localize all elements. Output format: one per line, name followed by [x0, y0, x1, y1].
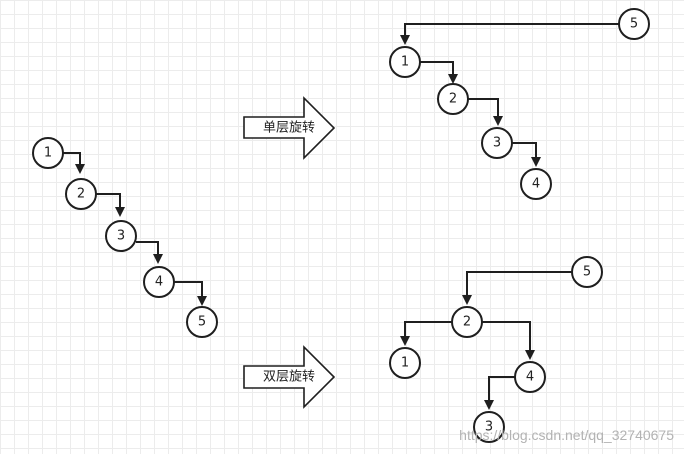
- dr-node-1-label: 1: [401, 356, 409, 371]
- edge-1-2: [63, 152, 85, 174]
- original-chain: 1 2 3 4 5: [32, 137, 218, 338]
- watermark: https://blog.csdn.net/qq_32740675: [459, 427, 674, 443]
- dr-node-3: 3: [473, 411, 505, 443]
- dr-node-3-label: 3: [485, 420, 493, 435]
- node-4: 4: [143, 266, 175, 298]
- sr-node-2-label: 2: [449, 92, 457, 107]
- node-3-label: 3: [117, 229, 125, 244]
- sr-node-1: 1: [389, 46, 421, 78]
- sr-node-3-label: 3: [493, 136, 501, 151]
- dr-node-4: 4: [514, 361, 546, 393]
- edge-3-4: [136, 241, 163, 264]
- sr-edge-1-2: [420, 61, 458, 84]
- edge-4-5: [174, 281, 207, 306]
- sr-edge-5-1: [400, 23, 619, 45]
- node-3: 3: [105, 220, 137, 252]
- node-5: 5: [186, 306, 218, 338]
- sr-node-2: 2: [437, 83, 469, 115]
- double-rotation-label: 双层旋转: [263, 370, 315, 385]
- sr-node-5-label: 5: [630, 17, 638, 32]
- dr-node-5: 5: [571, 256, 603, 288]
- dr-node-2-label: 2: [463, 315, 471, 330]
- dr-edge-2-4: [482, 321, 535, 360]
- sr-node-1-label: 1: [401, 55, 409, 70]
- sr-node-5: 5: [618, 8, 650, 40]
- single-rotation-arrow: 单层旋转: [243, 96, 336, 160]
- double-rotation-arrow: 双层旋转: [243, 345, 336, 409]
- dr-edge-5-2: [462, 271, 572, 305]
- single-rotation-tree: 5 1 2 3 4: [389, 8, 650, 200]
- node-2: 2: [65, 178, 97, 210]
- dr-node-4-label: 4: [526, 370, 534, 385]
- dr-node-1: 1: [389, 347, 421, 379]
- dr-node-2: 2: [451, 306, 483, 338]
- sr-node-4-label: 4: [532, 177, 540, 192]
- dr-node-5-label: 5: [583, 265, 591, 280]
- sr-node-3: 3: [481, 127, 513, 159]
- double-rotation-tree: 5 2 1 4 3: [389, 256, 603, 443]
- sr-edge-3-4: [512, 142, 541, 167]
- node-4-label: 4: [155, 275, 163, 290]
- sr-node-4: 4: [520, 168, 552, 200]
- node-5-label: 5: [198, 315, 206, 330]
- node-1-label: 1: [44, 146, 52, 161]
- node-2-label: 2: [77, 187, 85, 202]
- node-1: 1: [32, 137, 64, 169]
- sr-edge-2-3: [468, 98, 503, 126]
- dr-edge-4-3: [484, 376, 515, 410]
- edge-2-3: [96, 193, 125, 217]
- single-rotation-label: 单层旋转: [263, 121, 315, 136]
- dr-edge-2-1: [400, 321, 452, 346]
